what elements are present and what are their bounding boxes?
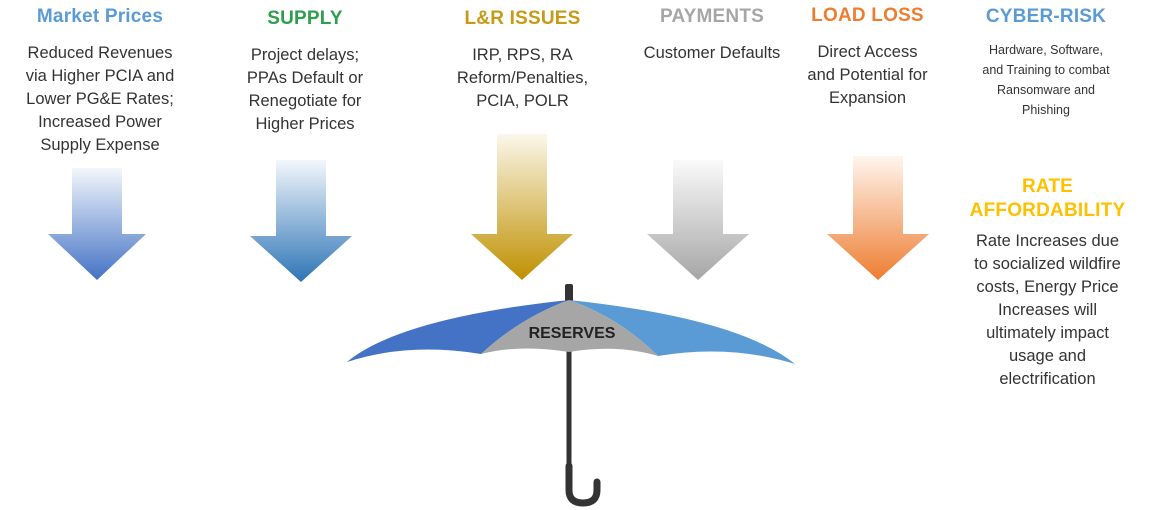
umbrella: RESERVES — [347, 284, 795, 507]
desc-line: Reform/Penalties, — [456, 69, 589, 87]
desc-line: Customer Defaults — [643, 44, 781, 62]
rate-affordability-title-line: RATE — [1021, 176, 1074, 197]
load-loss-description: Direct Access and Potential for Expansio… — [800, 41, 935, 110]
load-loss-title: LOAD LOSS — [811, 5, 924, 26]
category-market-prices: Market Prices Reduced Revenues via Highe… — [0, 6, 200, 157]
umbrella-canopy-right — [569, 300, 795, 364]
desc-line: via Higher PCIA and — [25, 67, 175, 85]
desc-line: costs, Energy Price — [976, 278, 1119, 296]
desc-line: Renegotiate for — [248, 92, 362, 110]
payments-title: PAYMENTS — [659, 6, 764, 27]
desc-line: ultimately impact — [986, 324, 1109, 342]
desc-line: electrification — [999, 370, 1096, 388]
supply-description: Project delays; PPAs Default or Renegoti… — [220, 44, 390, 136]
rate-affordability-title-line: AFFORDABILITY — [969, 200, 1126, 221]
desc-line: Increases will — [997, 301, 1098, 319]
category-lr-issues: L&R ISSUES IRP, RPS, RA Reform/Penalties… — [435, 8, 610, 113]
category-cyber-risk: CYBER-RISK Hardware, Software, and Train… — [960, 6, 1132, 120]
umbrella-tip — [565, 284, 573, 302]
desc-line: Reduced Revenues — [27, 44, 173, 62]
desc-line: Ransomware and — [997, 83, 1095, 97]
category-supply: SUPPLY Project delays; PPAs Default or R… — [220, 8, 390, 136]
umbrella-canopy-center — [481, 300, 658, 356]
desc-line: Increased Power — [38, 113, 162, 131]
desc-line: and Potential for — [807, 66, 928, 84]
arrow-load-loss — [827, 156, 929, 280]
desc-line: and Training to combat — [982, 63, 1110, 77]
arrow-payments — [647, 160, 749, 280]
desc-line: Phishing — [1022, 103, 1070, 117]
arrow-market-prices — [48, 168, 146, 280]
lr-issues-title: L&R ISSUES — [464, 8, 581, 29]
category-load-loss: LOAD LOSS Direct Access and Potential fo… — [800, 5, 935, 110]
rate-affordability-description: Rate Increases due to socialized wildfir… — [950, 230, 1145, 391]
desc-line: Supply Expense — [40, 136, 160, 154]
desc-line: Direct Access — [817, 43, 918, 61]
desc-line: to socialized wildfire — [974, 255, 1121, 273]
category-rate-affordability: RATE AFFORDABILITY Rate Increases due to… — [950, 176, 1145, 391]
desc-line: Project delays; — [250, 46, 360, 64]
umbrella-canopy-left — [347, 300, 569, 362]
desc-line: usage and — [1008, 347, 1087, 365]
desc-line: Higher Prices — [255, 115, 355, 133]
lr-issues-description: IRP, RPS, RA Reform/Penalties, PCIA, POL… — [435, 44, 610, 113]
desc-line: IRP, RPS, RA — [472, 46, 573, 64]
desc-line: PCIA, POLR — [476, 92, 569, 110]
desc-line: Expansion — [828, 89, 907, 107]
market-prices-title: Market Prices — [36, 6, 164, 27]
cyber-risk-description: Hardware, Software, and Training to comb… — [960, 40, 1132, 120]
desc-line: Lower PG&E Rates; — [26, 90, 174, 108]
payments-description: Customer Defaults — [622, 42, 802, 65]
arrow-supply — [250, 160, 352, 282]
umbrella-label: RESERVES — [529, 325, 616, 342]
supply-title: SUPPLY — [267, 8, 343, 29]
umbrella-handle — [565, 462, 601, 507]
market-prices-description: Reduced Revenues via Higher PCIA and Low… — [0, 42, 200, 157]
desc-line: Rate Increases due — [975, 232, 1120, 250]
category-payments: PAYMENTS Customer Defaults — [622, 6, 802, 65]
desc-line: PPAs Default or — [246, 69, 364, 87]
arrow-lr-issues — [471, 134, 573, 280]
cyber-risk-title: CYBER-RISK — [985, 6, 1107, 27]
desc-line: Hardware, Software, — [989, 43, 1103, 57]
